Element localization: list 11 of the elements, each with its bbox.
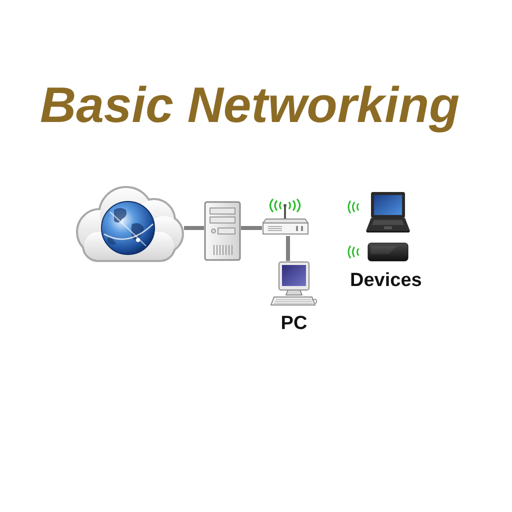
- server-tower-icon: [204, 201, 241, 261]
- connection-line: [184, 226, 204, 230]
- diagram-title: Basic Networking: [40, 80, 460, 130]
- tablet-icon: [367, 242, 409, 262]
- laptop-icon: [366, 191, 410, 233]
- group-label: Devices: [350, 271, 422, 290]
- wireless-router-icon: [262, 198, 309, 236]
- connection-line: [286, 236, 290, 261]
- globe-cloud-icon: [74, 184, 184, 264]
- connection-line: [241, 226, 262, 230]
- node-label: PC: [280, 314, 308, 333]
